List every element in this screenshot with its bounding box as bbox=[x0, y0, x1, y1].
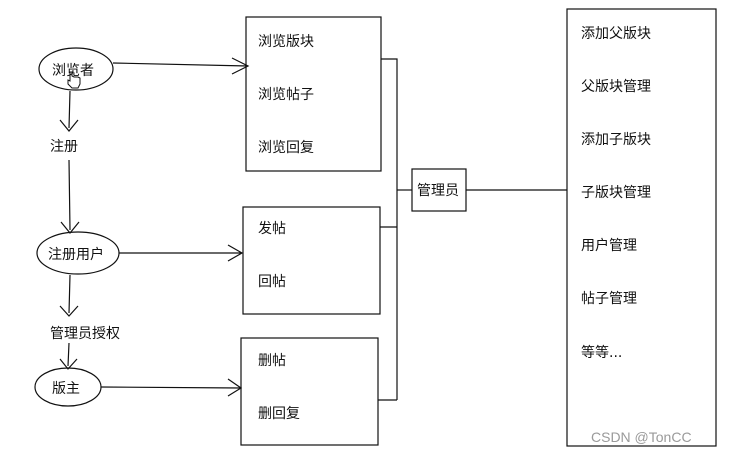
arrow-user-to-post bbox=[119, 244, 244, 262]
arrow-browser-to-browse bbox=[112, 57, 250, 75]
actor-registered-user-label: 注册用户 bbox=[48, 247, 104, 263]
arrow-moderator-to-moderate bbox=[100, 378, 243, 397]
admin-panel-item: 父版块管理 bbox=[581, 79, 651, 95]
admin-panel-item: 子版块管理 bbox=[581, 185, 651, 201]
admin-label: 管理员 bbox=[417, 183, 459, 199]
browser-ellipse bbox=[38, 47, 114, 91]
transition-register-label: 注册 bbox=[50, 139, 78, 155]
admin-panel-box bbox=[566, 8, 717, 447]
browse-box bbox=[245, 16, 382, 172]
line-register-to-user bbox=[60, 159, 80, 234]
connector-bus bbox=[381, 58, 398, 400]
line-browser-to-register bbox=[59, 90, 79, 132]
post-item: 回帖 bbox=[258, 274, 286, 290]
post-box bbox=[242, 206, 381, 315]
watermark: CSDN @TonCC bbox=[591, 429, 692, 445]
admin-panel-item: 添加子版块 bbox=[581, 132, 651, 148]
admin-panel-item: 帖子管理 bbox=[581, 291, 637, 307]
admin-panel-item: 用户管理 bbox=[581, 238, 637, 254]
browse-item: 浏览帖子 bbox=[258, 87, 314, 103]
line-grant-to-moderator bbox=[59, 342, 78, 370]
moderate-item: 删帖 bbox=[258, 353, 286, 369]
hand-cursor-icon bbox=[67, 71, 81, 89]
admin-panel-item: 添加父版块 bbox=[581, 26, 651, 42]
actor-browser-label: 浏览者 bbox=[52, 63, 94, 79]
transition-admin-grant-label: 管理员授权 bbox=[50, 326, 120, 342]
line-user-to-grant bbox=[59, 274, 79, 317]
browse-item: 浏览版块 bbox=[258, 34, 314, 50]
actor-moderator-label: 版主 bbox=[52, 381, 80, 397]
moderate-box bbox=[240, 337, 379, 446]
admin-panel-item: 等等... bbox=[581, 345, 623, 361]
moderate-item: 删回复 bbox=[258, 406, 300, 422]
post-item: 发帖 bbox=[258, 221, 286, 237]
browse-item: 浏览回复 bbox=[258, 140, 314, 156]
